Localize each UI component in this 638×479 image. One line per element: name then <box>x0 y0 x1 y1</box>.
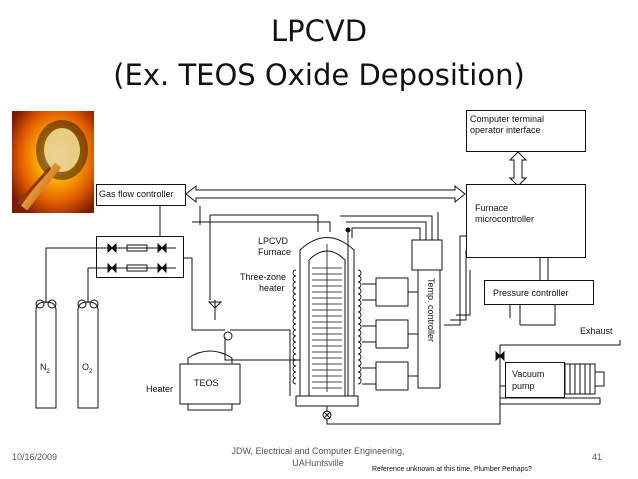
furnace-microcontroller-box: Furnace microcontroller <box>466 184 586 258</box>
lpcvd-furnace-label-line1: LPCVD <box>258 236 289 246</box>
pressure-controller-label: Pressure controller <box>493 288 569 298</box>
exhaust-label: Exhaust <box>580 326 613 336</box>
gas-flow-controller-label: Gas flow controller <box>99 189 174 199</box>
heater-label: Heater <box>146 384 174 394</box>
computer-terminal-label-line2: operator interface <box>470 125 541 135</box>
three-zone-heater-label-line1: Three-zone <box>240 272 287 282</box>
lpcvd-furnace-label-line2: Furnace <box>258 247 292 257</box>
slide-subtitle: (Ex. TEOS Oxide Deposition) <box>113 58 525 92</box>
furnace-microcontroller-label-line1: Furnace <box>475 203 509 213</box>
footer-center-line1: JDW, Electrical and Computer Engineering… <box>231 446 405 456</box>
computer-terminal-label-line1: Computer terminal <box>470 114 545 124</box>
valve-box <box>96 236 184 278</box>
footer-center-line2: UAHuntsville <box>292 458 344 468</box>
o2-label: O2 <box>82 362 93 375</box>
vacuum-pump-label-line1: Vacuum <box>512 369 545 379</box>
n2-label: N2 <box>40 362 50 375</box>
footer-date: 10/16/2009 <box>12 452 58 462</box>
three-zone-heater-label-line2: heater <box>259 283 285 293</box>
vacuum-pump-label-line2: pump <box>512 381 535 391</box>
computer-terminal-box: Computer terminal operator interface <box>466 110 586 152</box>
footer-center: JDW, Electrical and Computer Engineering… <box>228 446 408 468</box>
temp-controller-label: Temp. controller <box>426 278 436 343</box>
pressure-controller-box: Pressure controller <box>484 280 594 305</box>
teos-label: TEOS <box>194 378 219 388</box>
vacuum-pump-box: Vacuum pump <box>505 362 565 398</box>
furnace-microcontroller-label-line2: microcontroller <box>475 214 535 224</box>
slide-title: LPCVD <box>270 14 368 48</box>
footer-page-number: 41 <box>592 452 603 462</box>
footer-reference-note: Reference unknown at this time, Plumber … <box>372 466 532 473</box>
gas-flow-controller-box: Gas flow controller <box>96 184 186 206</box>
